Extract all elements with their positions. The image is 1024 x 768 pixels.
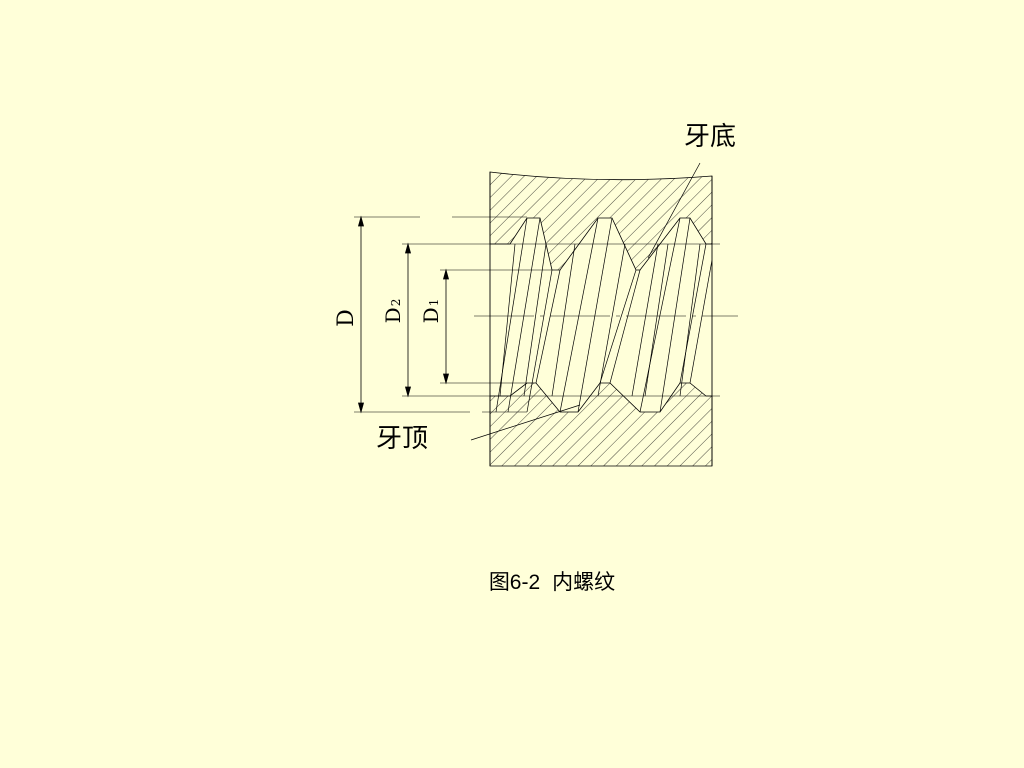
thread-flank-lines bbox=[495, 217, 712, 413]
major-diameter-label: D bbox=[334, 309, 359, 327]
extension-lines bbox=[354, 216, 720, 413]
leader-lines bbox=[470, 162, 701, 441]
dimension-lines bbox=[357, 215, 450, 414]
thread-root-label: 牙底 bbox=[684, 122, 736, 152]
thread-crest-label: 牙顶 bbox=[376, 424, 428, 454]
caption-title: 内螺纹 bbox=[552, 571, 616, 594]
pitch-diameter-label: D2 bbox=[381, 299, 405, 324]
upper-section-hatch bbox=[489, 171, 713, 271]
figure-caption: 图6-2 内螺纹 bbox=[0, 566, 1024, 596]
minor-diameter-label: D1 bbox=[419, 299, 443, 324]
caption-number: 图6-2 bbox=[488, 571, 541, 594]
lower-section-hatch bbox=[489, 382, 713, 467]
body-outline bbox=[489, 172, 713, 466]
